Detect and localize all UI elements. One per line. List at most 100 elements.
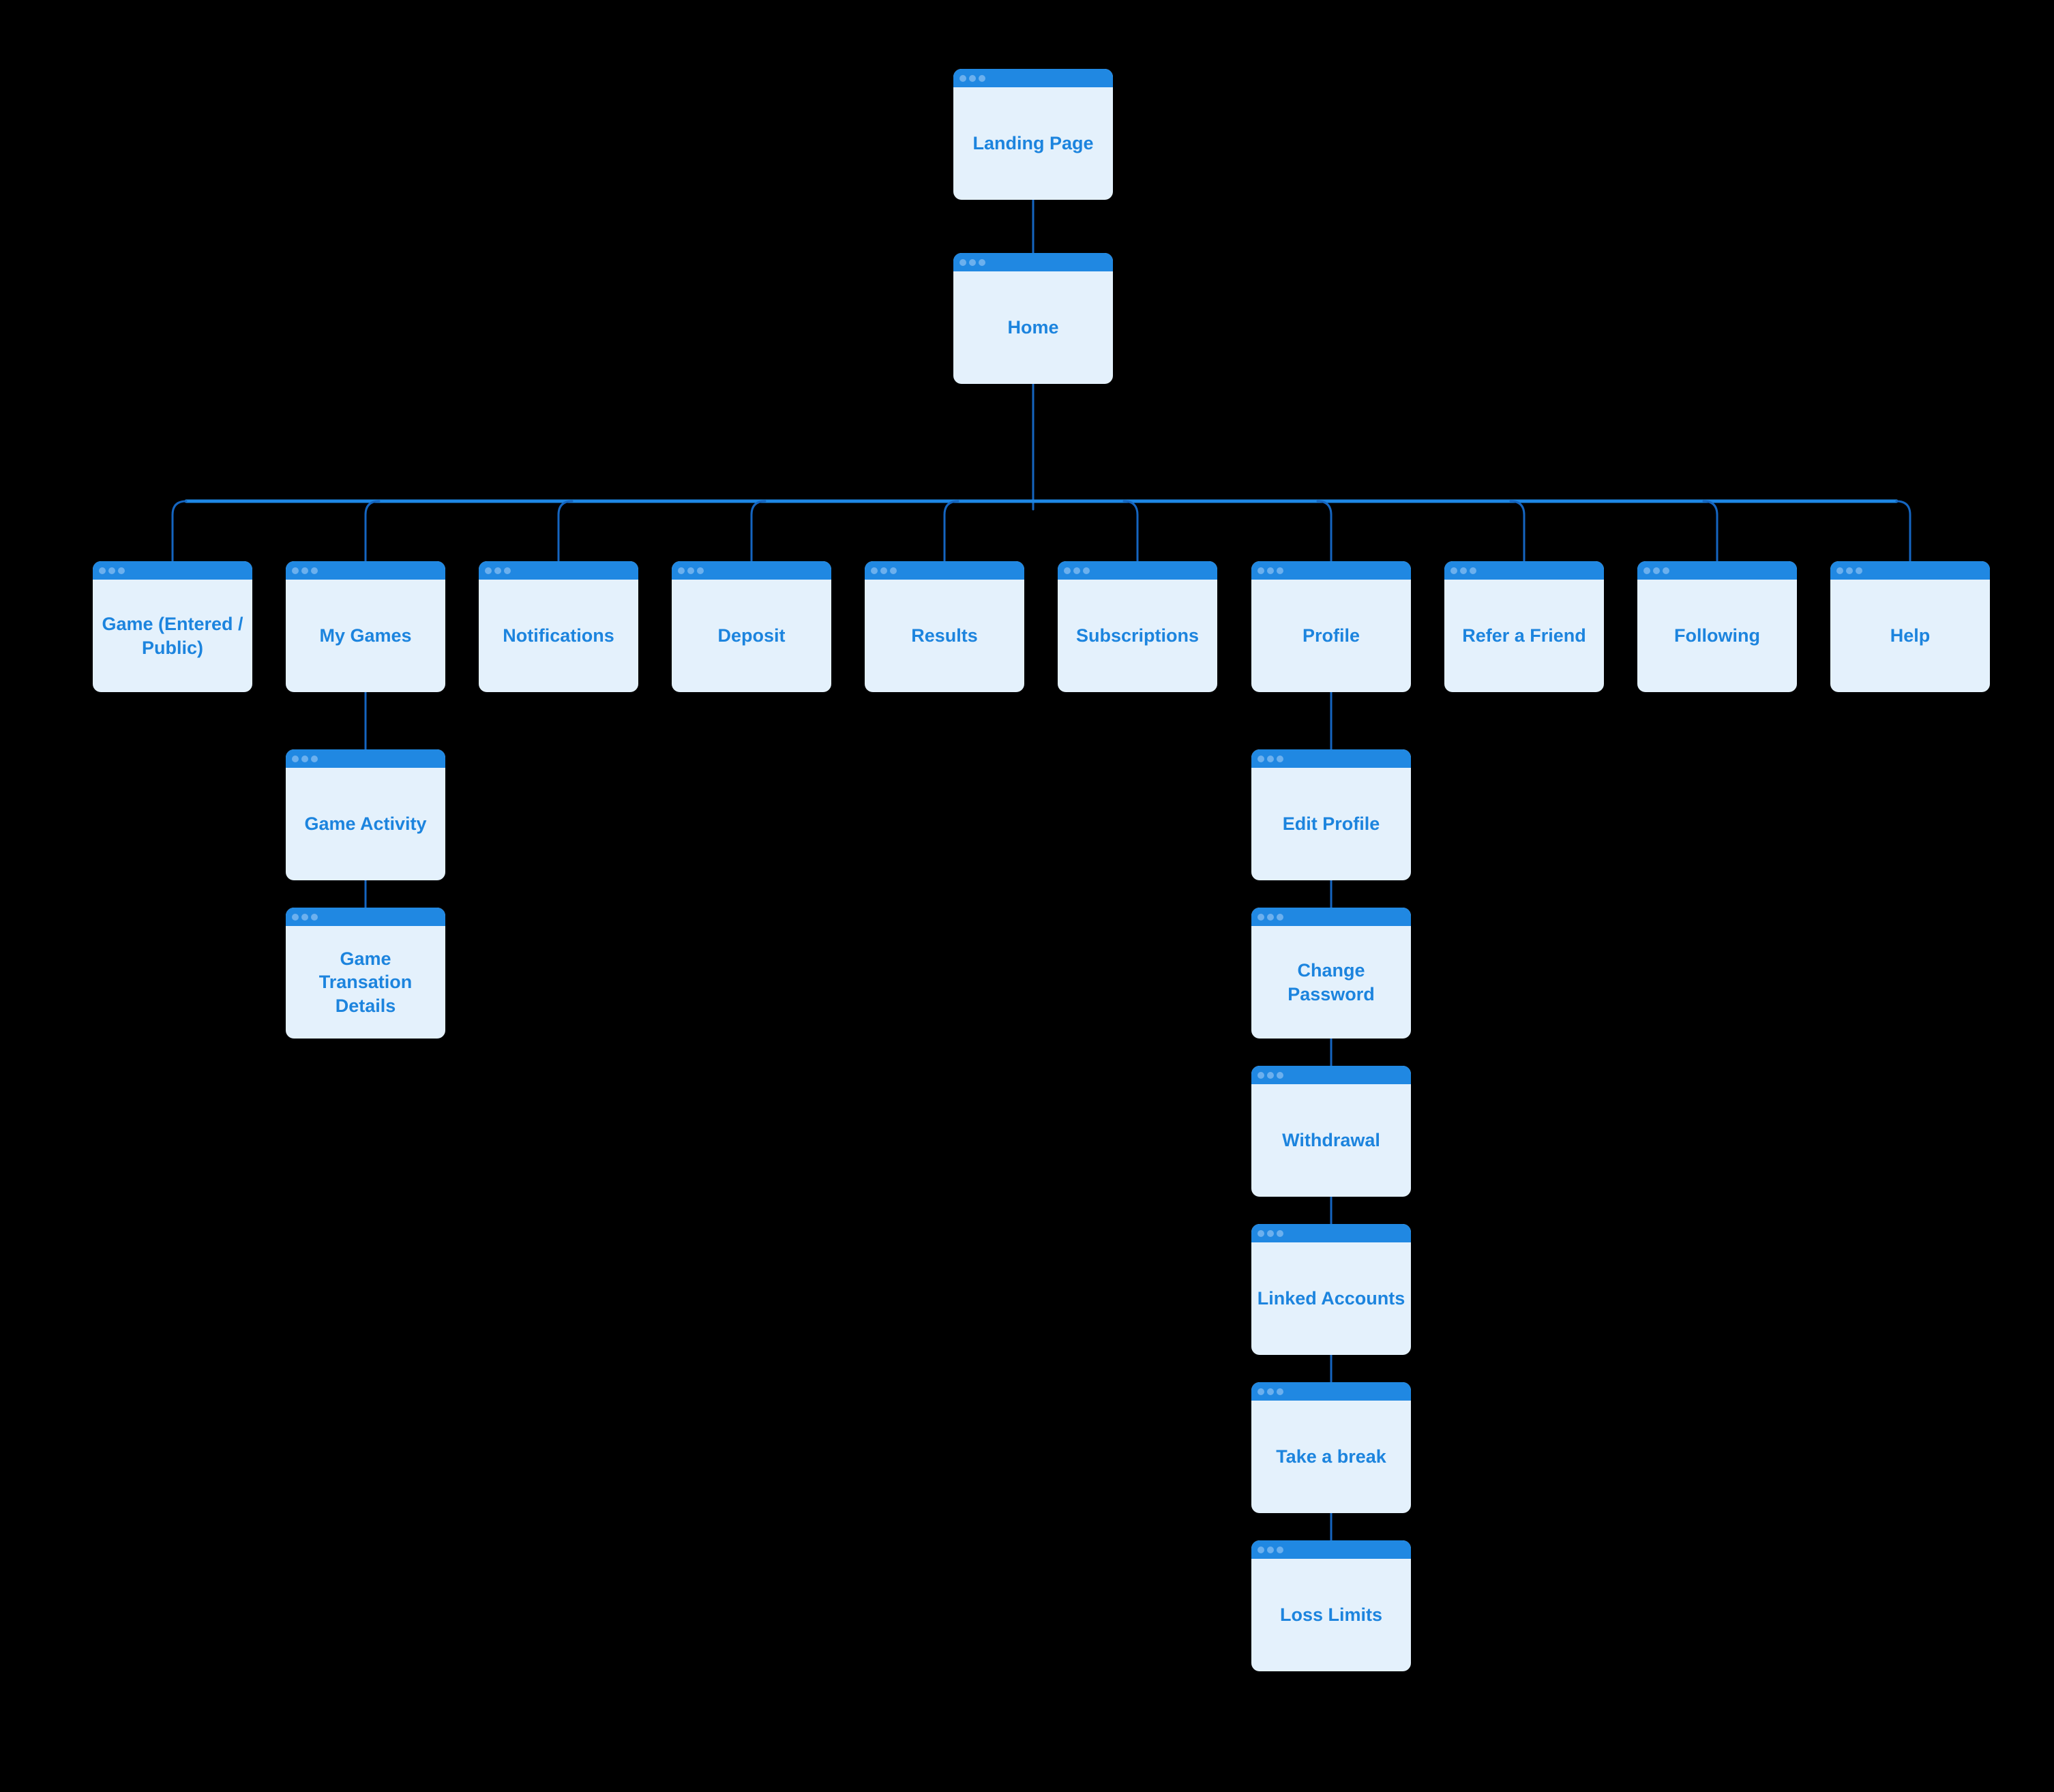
window-dot-icon [1257, 1546, 1264, 1553]
window-dot-icon [1653, 567, 1660, 574]
node-label: Loss Limits [1279, 1604, 1383, 1626]
window-dot-icon [697, 567, 704, 574]
window-dot-icon [979, 74, 985, 82]
window-dot-icon [1277, 567, 1283, 574]
window-dot-icon [301, 755, 308, 762]
window-dot-icon [1064, 567, 1071, 574]
node-edit-profile[interactable]: Edit Profile [1251, 749, 1411, 880]
window-dot-icon [1277, 1388, 1283, 1395]
node-deposit[interactable]: Deposit [672, 561, 831, 692]
node-help[interactable]: Help [1830, 561, 1990, 692]
window-dot-icon [687, 567, 694, 574]
window-titlebar [1251, 561, 1411, 580]
window-dot-icon [118, 567, 125, 574]
window-dot-icon [1257, 1388, 1264, 1395]
window-dot-icon [1257, 1071, 1264, 1079]
window-dot-icon [311, 755, 318, 762]
node-label: Refer a Friend [1462, 625, 1586, 646]
node-label: My Games [319, 625, 412, 646]
window-dot-icon [1267, 1546, 1274, 1553]
window-dot-icon [969, 74, 976, 82]
window-dot-icon [311, 913, 318, 921]
node-profile[interactable]: Profile [1251, 561, 1411, 692]
window-dot-icon [1267, 567, 1274, 574]
node-label: Following [1674, 625, 1760, 646]
node-label: Landing Page [972, 133, 1094, 154]
window-titlebar [1251, 1224, 1411, 1242]
window-titlebar [1251, 1540, 1411, 1559]
window-titlebar [286, 749, 445, 768]
window-titlebar [93, 561, 252, 580]
window-titlebar [286, 908, 445, 926]
window-dot-icon [959, 258, 966, 266]
window-dot-icon [880, 567, 887, 574]
node-game-transation-details[interactable]: Game Transation Details [286, 908, 445, 1039]
node-game-activity[interactable]: Game Activity [286, 749, 445, 880]
node-label: Take a break [1276, 1446, 1386, 1467]
window-dot-icon [292, 755, 299, 762]
window-dot-icon [292, 913, 299, 921]
window-titlebar [286, 561, 445, 580]
node-withdrawal[interactable]: Withdrawal [1251, 1066, 1411, 1197]
node-label: Profile [1302, 625, 1360, 646]
window-dot-icon [1267, 913, 1274, 921]
node-my-games[interactable]: My Games [286, 561, 445, 692]
node-following[interactable]: Following [1637, 561, 1797, 692]
node-label: Linked Accounts [1257, 1288, 1405, 1309]
node-refer-a-friend[interactable]: Refer a Friend [1444, 561, 1604, 692]
node-results[interactable]: Results [865, 561, 1024, 692]
node-notifications[interactable]: Notifications [479, 561, 638, 692]
node-label: Edit Profile [1282, 813, 1380, 835]
window-dot-icon [1257, 913, 1264, 921]
node-take-a-break[interactable]: Take a break [1251, 1382, 1411, 1513]
window-titlebar [672, 561, 831, 580]
window-dot-icon [504, 567, 511, 574]
window-dot-icon [1267, 1388, 1274, 1395]
window-dot-icon [1460, 567, 1467, 574]
window-dot-icon [494, 567, 501, 574]
tree-connectors [171, 198, 1911, 1542]
window-titlebar [479, 561, 638, 580]
window-titlebar [865, 561, 1024, 580]
window-dot-icon [1643, 567, 1650, 574]
window-titlebar [1830, 561, 1990, 580]
node-change-password[interactable]: Change Password [1251, 908, 1411, 1039]
window-titlebar [1251, 1066, 1411, 1084]
node-label: Game (Entered / Public) [102, 613, 243, 658]
window-dot-icon [890, 567, 897, 574]
window-dot-icon [1277, 1229, 1283, 1237]
window-dot-icon [871, 567, 878, 574]
window-dot-icon [99, 567, 106, 574]
window-dot-icon [1267, 755, 1274, 762]
window-dot-icon [1277, 1071, 1283, 1079]
window-dot-icon [1277, 755, 1283, 762]
window-dot-icon [678, 567, 685, 574]
window-dot-icon [1257, 755, 1264, 762]
node-landing-page[interactable]: Landing Page [953, 69, 1113, 200]
node-subscriptions[interactable]: Subscriptions [1058, 561, 1217, 692]
window-dot-icon [108, 567, 115, 574]
window-dot-icon [301, 913, 308, 921]
window-titlebar [1251, 908, 1411, 926]
node-home[interactable]: Home [953, 253, 1113, 384]
window-titlebar [1251, 749, 1411, 768]
node-label: Subscriptions [1075, 625, 1200, 646]
node-linked-accounts[interactable]: Linked Accounts [1251, 1224, 1411, 1355]
window-dot-icon [1856, 567, 1862, 574]
window-titlebar [953, 69, 1113, 87]
window-dot-icon [979, 258, 985, 266]
node-label: Change Password [1288, 959, 1375, 1004]
node-game-entered-public[interactable]: Game (Entered / Public) [93, 561, 252, 692]
node-label: Deposit [717, 625, 786, 646]
window-dot-icon [1836, 567, 1843, 574]
window-dot-icon [311, 567, 318, 574]
window-dot-icon [959, 74, 966, 82]
window-titlebar [1444, 561, 1604, 580]
node-loss-limits[interactable]: Loss Limits [1251, 1540, 1411, 1671]
window-dot-icon [301, 567, 308, 574]
window-dot-icon [1846, 567, 1853, 574]
window-dot-icon [1277, 913, 1283, 921]
window-dot-icon [1073, 567, 1080, 574]
